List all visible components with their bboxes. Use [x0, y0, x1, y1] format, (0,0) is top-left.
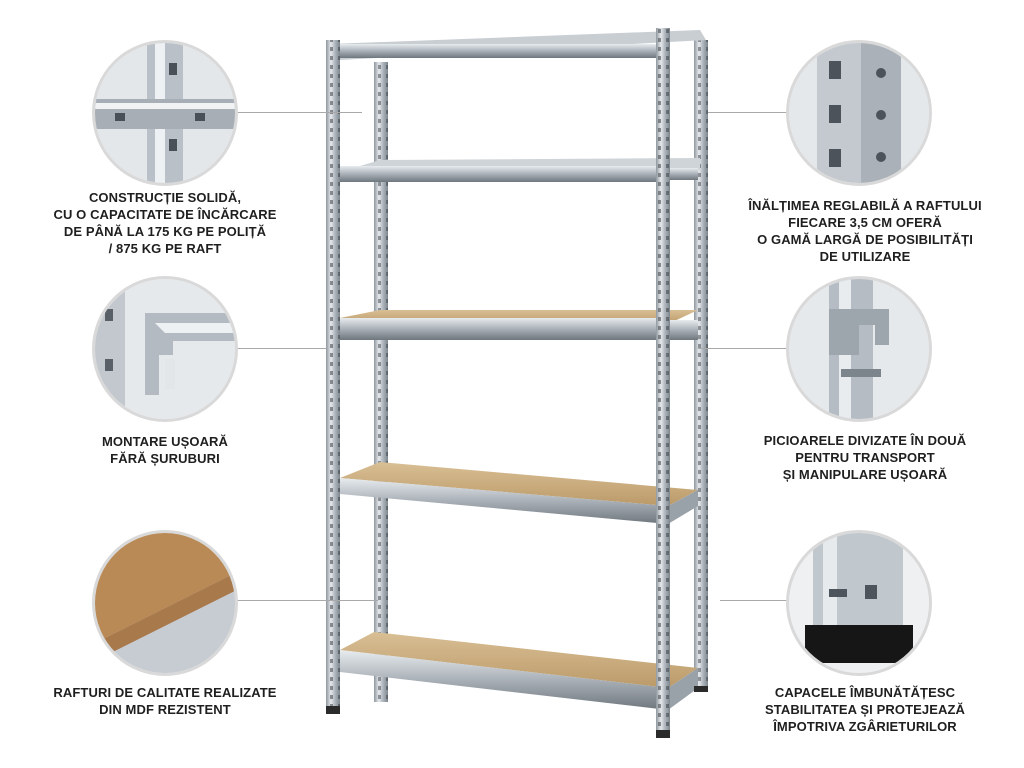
caption-line: CAPACELE ÎMBUNĂTĂȚESC [774, 685, 956, 700]
foot-cap [694, 686, 708, 692]
caption-line: ÎNĂLȚIMEA REGLABILĂ A RAFTULUI [748, 198, 982, 213]
mdf-board-edge-icon [92, 530, 238, 676]
split-leg-connector-icon [786, 276, 932, 422]
shelf-2 [340, 158, 700, 182]
caption-line: STABILITATEA ȘI PROTEJEAZĂ [764, 702, 965, 717]
caption-line: ÎMPOTRIVA ZGÂRIETURILOR [773, 719, 957, 734]
caption-line: DE UTILIZARE [819, 249, 911, 264]
caption-line: RAFTURI DE CALITATE REALIZATE [53, 685, 277, 700]
connector-line [708, 112, 788, 113]
caption-end-caps: CAPACELE ÎMBUNĂTĂȚESC STABILITATEA ȘI PR… [720, 684, 1010, 735]
caption-line: FĂRĂ ȘURUBURI [110, 451, 220, 466]
caption-split-legs: PICIOARELE DIVIZATE ÎN DOUĂ PENTRU TRANS… [720, 432, 1010, 483]
shelf-5 [340, 632, 698, 710]
caption-mdf-shelves: RAFTURI DE CALITATE REALIZATE DIN MDF RE… [20, 684, 310, 718]
caption-line: DE PÂNĂ LA 175 KG PE POLIȚĂ [63, 224, 267, 239]
rubber-foot-cap-icon [786, 530, 932, 676]
caption-line: MONTARE UȘOARĂ [101, 434, 229, 449]
caption-line: ȘI MANIPULARE UȘOARĂ [782, 467, 948, 482]
caption-solid-construction: CONSTRUCȚIE SOLIDĂ, CU O CAPACITATE DE Î… [30, 189, 300, 257]
boltless-hook-clip-icon [92, 276, 238, 422]
connector-line [236, 112, 362, 113]
shelf-3 [340, 310, 698, 340]
shelf-1 [330, 30, 706, 60]
caption-line: CONSTRUCȚIE SOLIDĂ, [88, 190, 242, 205]
foot-cap [656, 730, 670, 738]
caption-line: O GAMĂ LARGĂ DE POSIBILITĂȚI [757, 232, 973, 247]
caption-line: DIN MDF REZISTENT [99, 702, 231, 717]
caption-line: / 875 KG PE RAFT [108, 241, 222, 256]
caption-line: PENTRU TRANSPORT [795, 450, 935, 465]
shelf-4 [340, 462, 698, 524]
caption-line: FIECARE 3,5 CM OFERĂ [788, 215, 942, 230]
caption-adjustable-height: ÎNĂLȚIMEA REGLABILĂ A RAFTULUI FIECARE 3… [720, 197, 1010, 265]
connector-line [720, 600, 788, 601]
foot-cap [326, 706, 340, 714]
caption-line: CU O CAPACITATE DE ÎNCĂRCARE [53, 207, 277, 222]
connector-line [236, 348, 328, 349]
caption-easy-assembly: MONTARE UȘOARĂ FĂRĂ ȘURUBURI [30, 433, 300, 467]
connector-line [698, 348, 788, 349]
connector-line [236, 600, 378, 601]
bolted-corner-joint-icon [92, 40, 238, 186]
caption-line: PICIOARELE DIVIZATE ÎN DOUĂ [763, 433, 967, 448]
perforated-upright-icon [786, 40, 932, 186]
